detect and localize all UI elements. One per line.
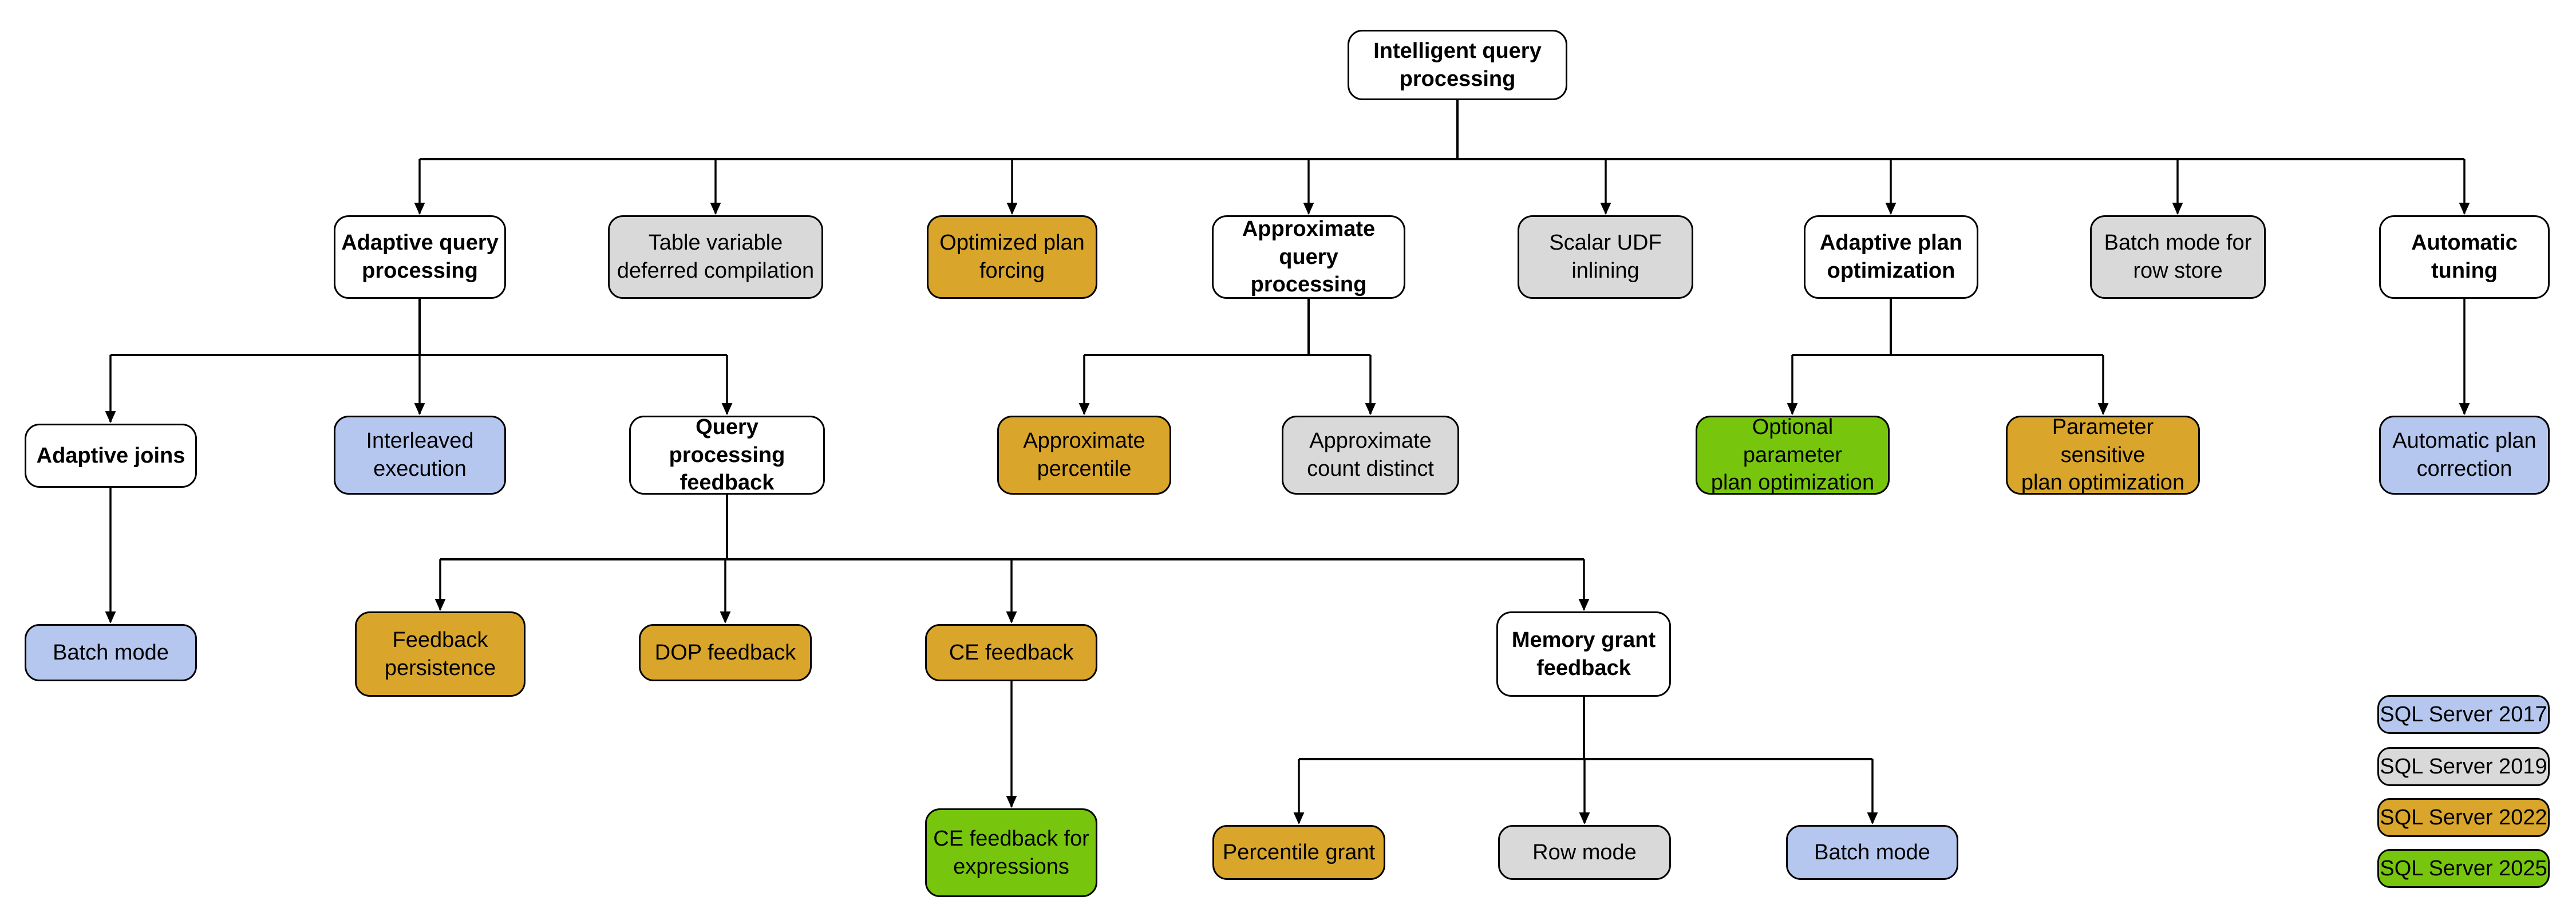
node-ce-feedback-for-expressions: CE feedback for expressions — [925, 808, 1097, 897]
node-interleaved-execution: Interleaved execution — [334, 416, 506, 495]
node-adaptive-joins: Adaptive joins — [25, 424, 197, 488]
node-optimized-plan-forcing: Optimized plan forcing — [927, 215, 1097, 299]
node-batch-mode-memory-grant: Batch mode — [1786, 825, 1958, 880]
node-automatic-tuning: Automatic tuning — [2379, 215, 2550, 299]
legend-sql-server-2025: SQL Server 2025 — [2377, 849, 2550, 888]
node-memory-grant-feedback: Memory grant feedback — [1496, 611, 1671, 697]
node-parameter-sensitive-plan-optimization: Parameter sensitive plan optimization — [2006, 415, 2200, 495]
node-batch-mode-for-row-store: Batch mode for row store — [2090, 215, 2266, 299]
node-approximate-count-distinct: Approximate count distinct — [1282, 416, 1459, 495]
node-optional-parameter-plan-optimization: Optional parameter plan optimization — [1696, 415, 1890, 495]
node-table-variable-deferred-compilation: Table variable deferred compilation — [608, 215, 823, 299]
node-approximate-percentile: Approximate percentile — [997, 416, 1171, 495]
legend-sql-server-2022: SQL Server 2022 — [2377, 798, 2550, 837]
node-dop-feedback: DOP feedback — [639, 624, 812, 681]
legend-sql-server-2019: SQL Server 2019 — [2377, 747, 2550, 786]
node-automatic-plan-correction: Automatic plan correction — [2379, 416, 2550, 495]
node-adaptive-plan-optimization: Adaptive plan optimization — [1804, 215, 1978, 299]
node-batch-mode-adaptive-joins: Batch mode — [25, 624, 197, 681]
node-ce-feedback: CE feedback — [925, 624, 1097, 681]
node-scalar-udf-inlining: Scalar UDF inlining — [1518, 215, 1693, 299]
node-intelligent-query-processing: Intelligent query processing — [1348, 30, 1567, 100]
node-row-mode: Row mode — [1498, 825, 1671, 880]
node-percentile-grant: Percentile grant — [1212, 825, 1385, 880]
node-feedback-persistence: Feedback persistence — [355, 611, 526, 697]
node-approximate-query-processing: Approximate query processing — [1212, 215, 1405, 299]
node-adaptive-query-processing: Adaptive query processing — [334, 215, 506, 299]
node-query-processing-feedback: Query processing feedback — [629, 415, 825, 495]
legend-sql-server-2017: SQL Server 2017 — [2377, 695, 2550, 734]
